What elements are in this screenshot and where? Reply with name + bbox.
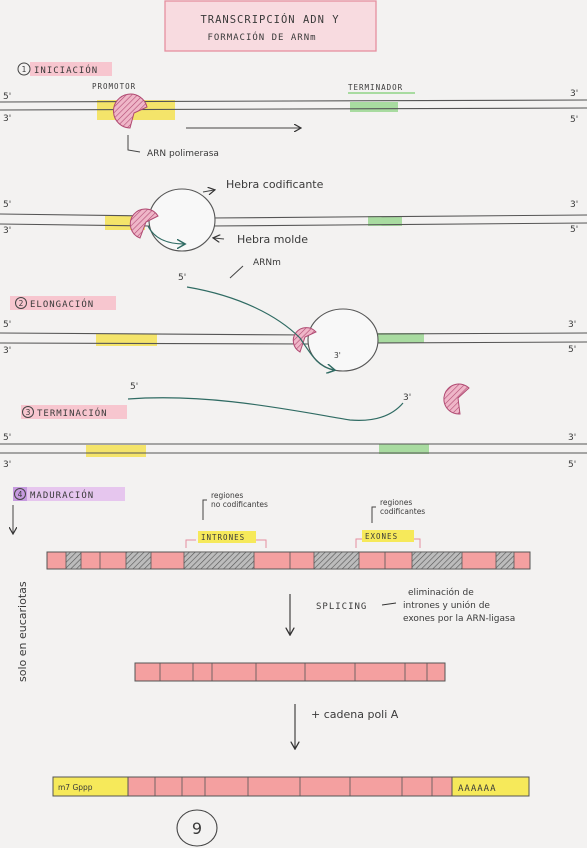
rna-polymerase-shape: [113, 93, 148, 129]
elongation-number: 2: [19, 299, 24, 308]
title-box: TRANSCRIPCIÓN ADN Y FORMACIÓN DE ARNm: [164, 0, 377, 52]
splicing-label: SPLICING: [316, 602, 367, 612]
strand-three-end-right: 3': [570, 89, 578, 99]
initiation-number: 1: [22, 65, 27, 74]
poly-a-step-label: + cadena poli A: [311, 708, 399, 721]
coding-regions-label-1: regiones: [380, 498, 412, 507]
poly-a-tail-label: AAAAAA: [458, 784, 497, 794]
termination-number: 3: [26, 408, 31, 417]
coding-strand-label: Hebra codificante: [226, 178, 324, 191]
strand-three-end: 3': [3, 114, 11, 124]
exons-label: EXONES: [365, 532, 398, 541]
elongation-label: ELONGACIÓN: [30, 298, 94, 310]
mature-mrna-bar: m7 Gppp AAAAAA: [52, 776, 530, 797]
term-mrna-three-end: 3': [403, 393, 411, 403]
terminator-label: TERMINADOR: [348, 83, 403, 92]
page-number: 9: [176, 809, 218, 847]
template-strand-label: Hebra molde: [237, 233, 308, 246]
elong-five-end: 5': [3, 320, 11, 330]
splicing-desc-3: exones por la ARN-ligasa: [403, 614, 515, 624]
bubble-five-end-right: 5': [570, 225, 578, 235]
elong-five-end-right: 5': [568, 345, 576, 355]
elongation-mrna-three-end: 3': [334, 351, 341, 360]
mrna-label: ARNm: [253, 258, 281, 268]
mrna-five-end: 5': [178, 273, 186, 283]
initiation-label: INICIACIÓN: [34, 64, 98, 76]
bubble-three-end-right: 3': [570, 200, 578, 210]
spliced-mrna-bar: [134, 662, 446, 682]
elong-three-end: 3': [3, 346, 11, 356]
promoter-label: PROMOTOR: [92, 82, 136, 91]
splicing-desc-1: eliminación de: [408, 587, 474, 598]
strand-five-end: 5': [3, 92, 11, 102]
page-number-text: 9: [192, 819, 202, 838]
bubble-five-end: 5': [3, 200, 11, 210]
section-initiation: 1 INICIACIÓN PROMOTOR TERMINADOR 5' 3' 3…: [0, 62, 587, 159]
noncoding-regions-label-1: regiones: [211, 491, 243, 500]
term-mrna-five-end: 5': [130, 382, 138, 392]
rna-polymerase-label: ARN polimerasa: [147, 149, 219, 159]
noncoding-regions-label-2: no codificantes: [211, 500, 268, 509]
pre-mrna-bar: [46, 551, 531, 570]
title-line-2: FORMACIÓN DE ARNm: [207, 31, 316, 43]
termination-label: TERMINACIÓN: [37, 407, 108, 419]
maturation-number: 4: [18, 490, 23, 499]
term-five-end: 5': [3, 433, 11, 443]
strand-five-end-right: 5': [570, 115, 578, 125]
title-line-1: TRANSCRIPCIÓN ADN Y: [200, 13, 339, 26]
section-maturation: 4 MADURACIÓN solo en eucariotas regiones…: [13, 487, 531, 797]
bubble-three-end: 3': [3, 226, 11, 236]
terminator-region: [350, 102, 398, 112]
splicing-desc-2: intrones y unión de: [403, 600, 490, 611]
coding-regions-label-2: codificantes: [380, 507, 425, 516]
maturation-label: MADURACIÓN: [30, 489, 94, 501]
term-three-end-right: 3': [568, 433, 576, 443]
term-five-end-right: 5': [568, 460, 576, 470]
transcription-bubble-initial: 5' 3' 3' 5' Hebra codificante Hebra mold…: [0, 178, 587, 252]
elong-three-end-right: 3': [568, 320, 576, 330]
eukaryotes-only-label: solo en eucariotas: [16, 581, 29, 682]
section-termination: 5' 3' 3 TERMINACIÓN 5' 3' 3' 5': [0, 382, 587, 470]
cap-label: m7 Gppp: [58, 783, 93, 792]
section-elongation: 5' ARNm 2 ELONGACIÓN 3' 5' 3' 3' 5': [0, 258, 587, 371]
introns-label: INTRONES: [201, 533, 245, 542]
term-three-end: 3': [3, 460, 11, 470]
